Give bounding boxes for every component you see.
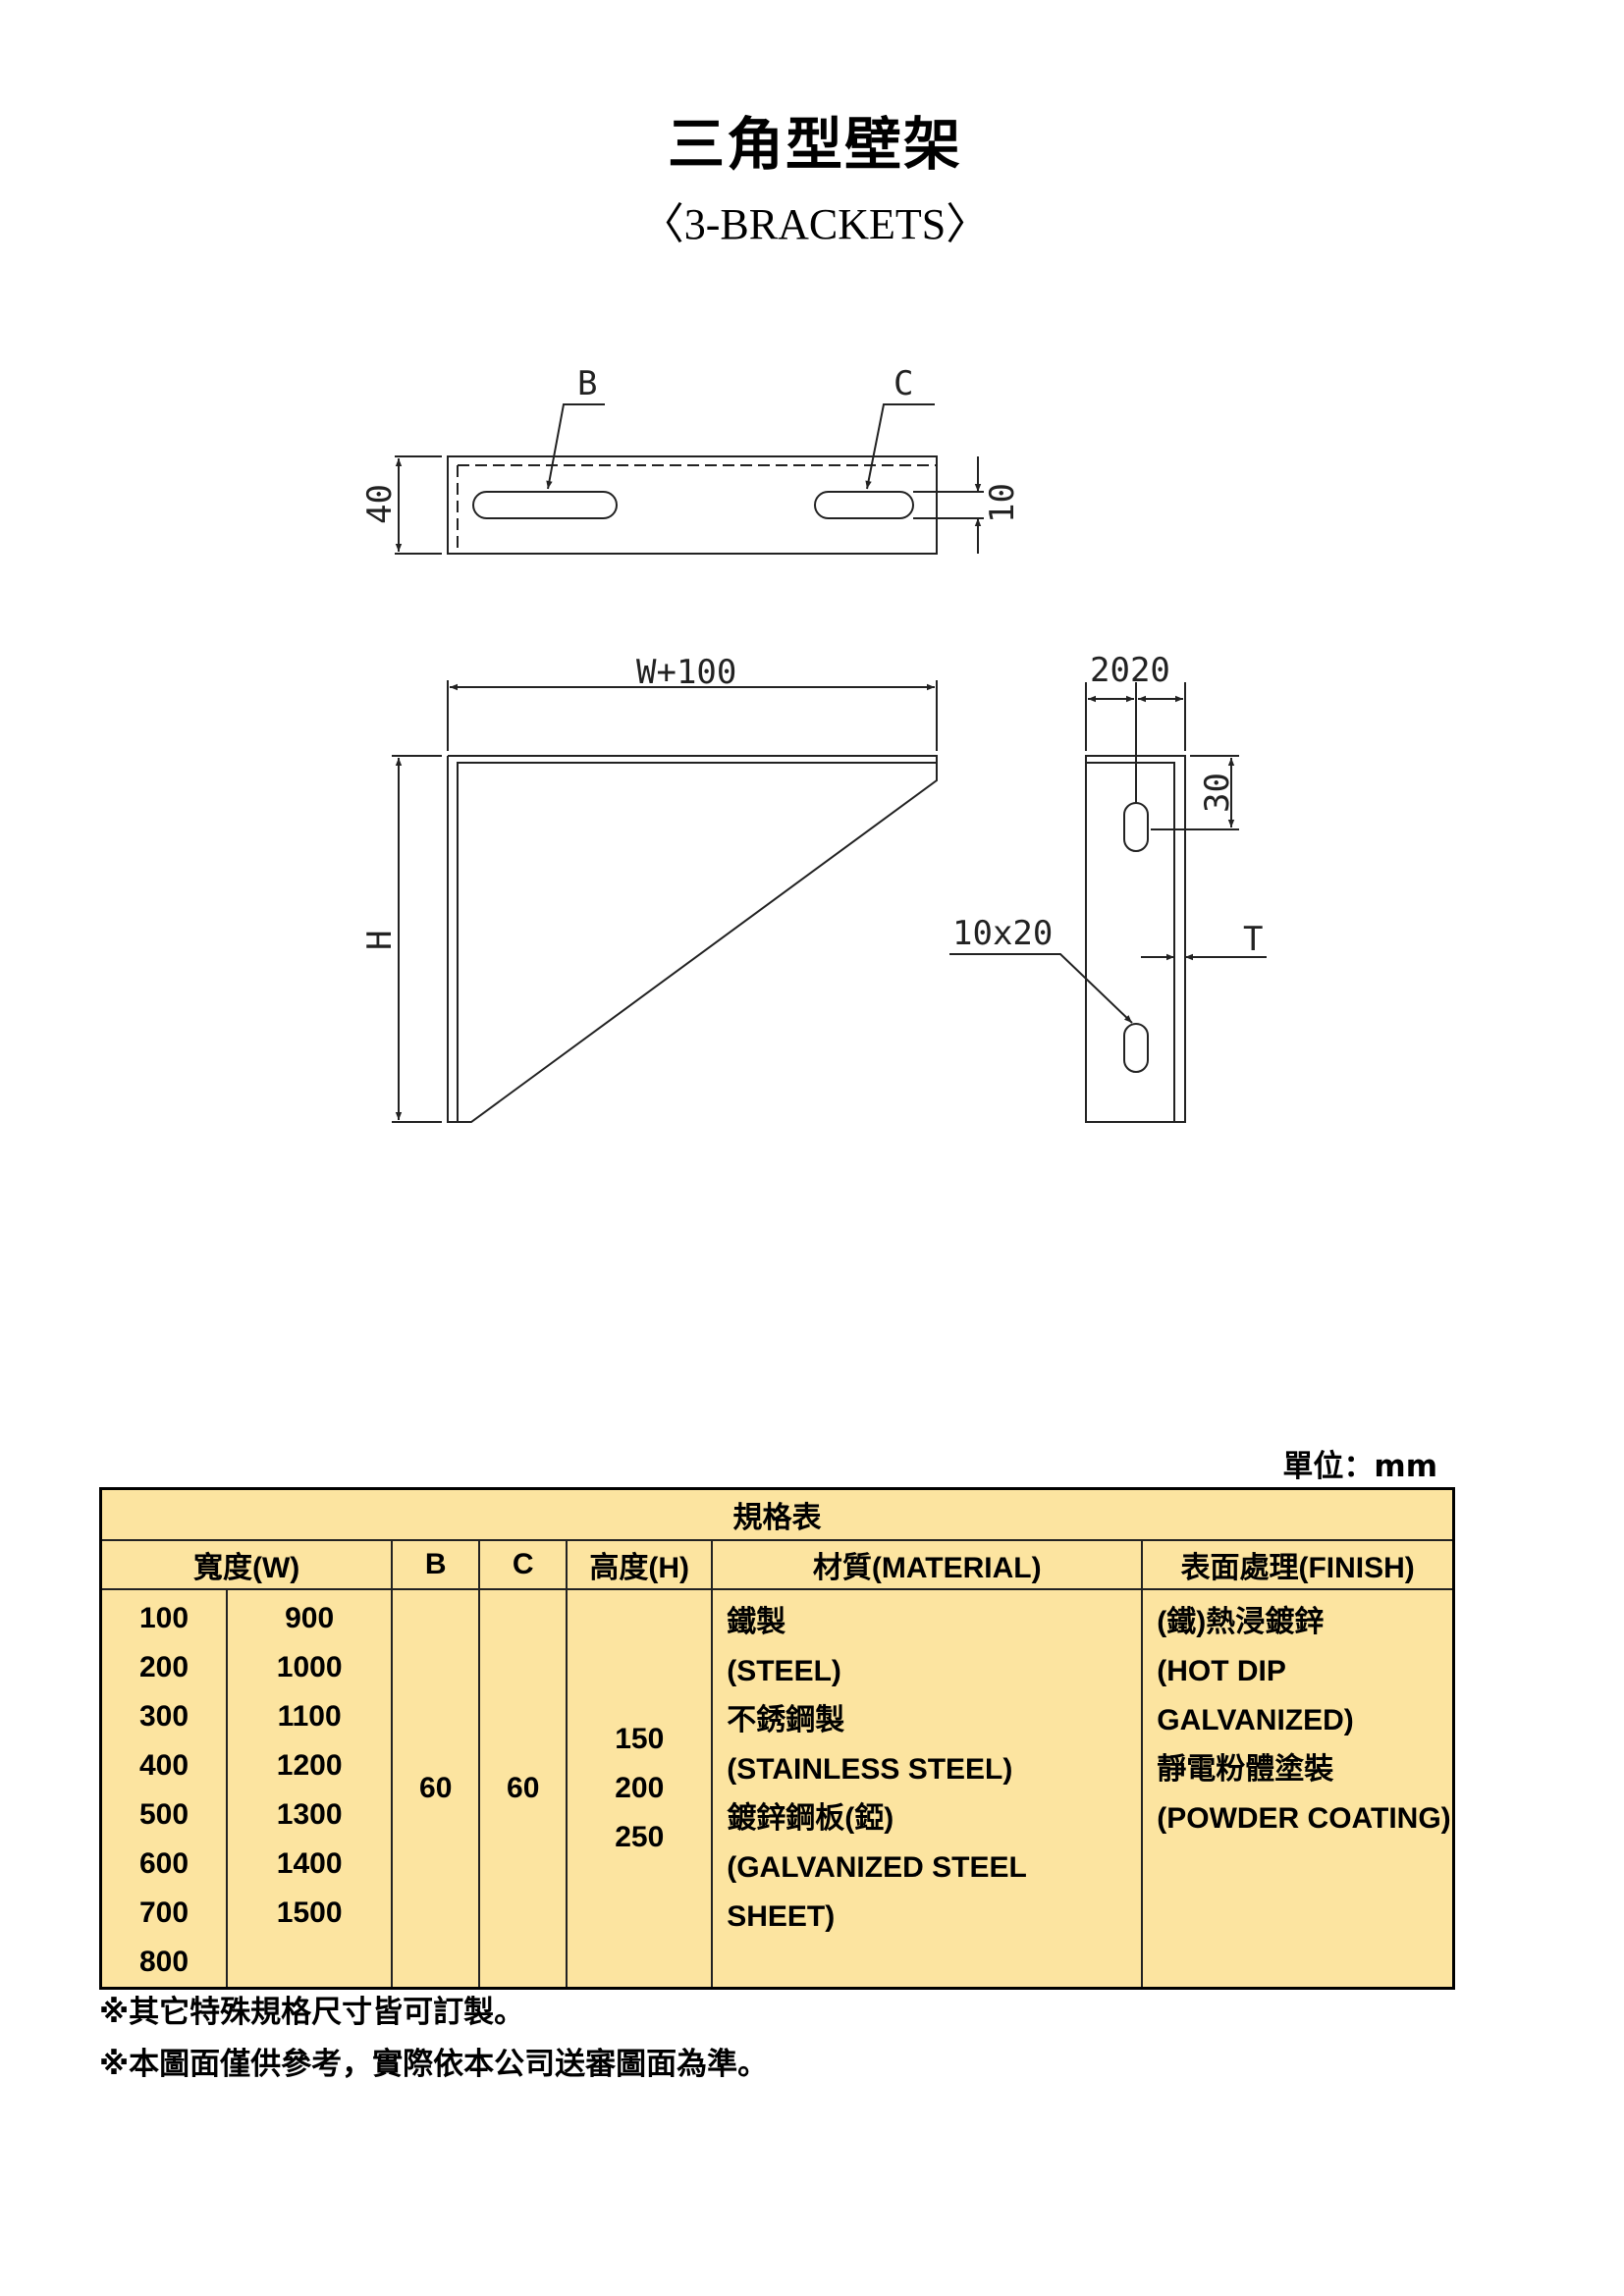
material-item: 鐵製	[727, 1605, 786, 1638]
note-reference-only: ※本圖面僅供參考，實際依本公司送審圖面為準。	[99, 2047, 769, 2082]
material-item: 鍍鋅鋼板(錏)	[727, 1801, 894, 1835]
upper-slot	[1123, 802, 1149, 852]
spec-table: 規格表 寬度(W) B C 高度(H) 材質(MATERIAL) 表面處理(FI…	[99, 1487, 1455, 1990]
page-title: 三角型壁架	[667, 111, 962, 178]
header-width: 寬度(W)	[99, 1538, 394, 1590]
material-item: (STEEL)	[727, 1654, 841, 1687]
header-finish: 表面處理(FINISH)	[1141, 1538, 1455, 1590]
slot-b	[472, 491, 618, 519]
dim-h: H	[360, 931, 400, 950]
dim-40: 40	[360, 484, 400, 524]
dim-thickness: T	[1243, 920, 1263, 959]
finish-item: 靜電粉體塗裝	[1157, 1752, 1334, 1786]
width-value: 1400	[276, 1846, 343, 1880]
width-value: 1100	[277, 1699, 342, 1733]
top-view	[395, 403, 984, 555]
header-material: 材質(MATERIAL)	[711, 1538, 1144, 1590]
c-value: 60	[478, 1587, 568, 1989]
finish-item: (POWDER COATING)	[1157, 1801, 1451, 1835]
dim-10: 10	[983, 483, 1022, 523]
height-value: 200	[615, 1771, 665, 1804]
height-column: 150 200 250	[566, 1587, 714, 1989]
width-value: 500	[139, 1797, 189, 1831]
material-item: (STAINLESS STEEL)	[727, 1752, 1013, 1786]
dim-slot-size: 10x20	[952, 914, 1053, 953]
width-value: 1500	[276, 1896, 343, 1929]
width-value: 800	[139, 1945, 189, 1978]
b-value: 60	[391, 1587, 481, 1989]
finish-item: (鐵)熱浸鍍鋅	[1157, 1605, 1325, 1638]
end-view	[949, 682, 1267, 1123]
width-value: 400	[139, 1748, 189, 1782]
front-view	[392, 680, 938, 1123]
note-custom-sizes: ※其它特殊規格尺寸皆可訂製。	[99, 1995, 525, 2030]
page-subtitle: 〈3-BRACKETS〉	[640, 200, 990, 248]
header-c: C	[478, 1538, 568, 1590]
width-value: 600	[139, 1846, 189, 1880]
width-value: 300	[139, 1699, 189, 1733]
width-value: 100	[139, 1601, 189, 1634]
label-b: B	[577, 364, 597, 403]
lower-slot	[1123, 1023, 1149, 1073]
width-value: 1000	[276, 1650, 343, 1683]
material-item: 不銹鋼製	[727, 1703, 845, 1736]
dim-length: W+100	[636, 653, 736, 692]
header-b: B	[391, 1538, 481, 1590]
header-height: 高度(H)	[566, 1538, 714, 1590]
material-item: (GALVANIZED STEEL SHEET)	[727, 1850, 1027, 1933]
spec-table-title: 規格表	[99, 1487, 1455, 1541]
width-column-1: 100 200 300 400 500 600 700 800	[99, 1587, 229, 1989]
finish-item: (HOT DIP	[1157, 1654, 1286, 1687]
width-value: 200	[139, 1650, 189, 1683]
notes: ※其它特殊規格尺寸皆可訂製。 ※本圖面僅供參考，實際依本公司送審圖面為準。	[99, 1987, 768, 2091]
unit-label: 單位：mm	[1282, 1449, 1437, 1484]
width-column-2: 900 1000 1100 1200 1300 1400 1500	[226, 1587, 394, 1989]
slot-c	[814, 491, 914, 519]
label-c: C	[893, 364, 913, 403]
width-value: 1200	[276, 1748, 343, 1782]
height-value: 250	[615, 1820, 665, 1853]
dim-30: 30	[1198, 773, 1237, 813]
finish-column: (鐵)熱浸鍍鋅 (HOT DIP GALVANIZED) 靜電粉體塗裝 (POW…	[1141, 1587, 1455, 1989]
finish-item: GALVANIZED)	[1157, 1703, 1354, 1736]
dim-2020: 2020	[1090, 651, 1170, 690]
width-value: 700	[139, 1896, 189, 1929]
width-value: 1300	[276, 1797, 343, 1831]
material-column: 鐵製 (STEEL) 不銹鋼製 (STAINLESS STEEL) 鍍鋅鋼板(錏…	[711, 1587, 1144, 1989]
height-value: 150	[615, 1722, 665, 1755]
bracket-technical-drawing: B C 40 10 W+100 H 2020 30 10x20 T	[360, 364, 1267, 1123]
width-value: 900	[285, 1601, 335, 1634]
